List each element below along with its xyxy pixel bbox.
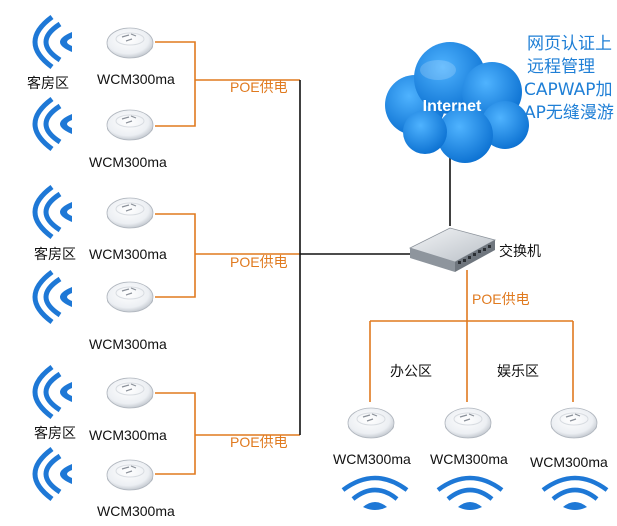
ceiling-access-point-icon bbox=[106, 27, 154, 59]
wifi-signal-icon bbox=[35, 99, 72, 149]
ceiling-access-point-icon bbox=[550, 407, 598, 439]
ceiling-access-point-icon bbox=[106, 281, 154, 313]
internet-label: Internet bbox=[423, 98, 482, 115]
poe-wiring-right bbox=[369, 270, 574, 402]
ceiling-access-point-icon bbox=[106, 459, 154, 491]
internet-cloud-icon bbox=[385, 42, 529, 163]
ap-model-label: WCM300ma bbox=[89, 336, 167, 352]
guest-area-label: 客房区 bbox=[34, 246, 76, 262]
network-switch-icon bbox=[408, 227, 497, 272]
poe-power-label: POE供电 bbox=[230, 254, 288, 270]
wifi-signal-icon bbox=[35, 272, 72, 322]
ap-model-label: WCM300ma bbox=[430, 451, 508, 467]
ceiling-access-point-icon bbox=[444, 407, 492, 439]
ap-model-label: WCM300ma bbox=[530, 454, 608, 470]
wifi-signal-icon bbox=[35, 187, 72, 237]
trunk-wiring bbox=[299, 80, 451, 435]
feature-text: 远程管理 bbox=[527, 57, 595, 77]
wifi-signal-icon bbox=[35, 449, 72, 499]
entertainment-area-label: 娱乐区 bbox=[497, 363, 539, 379]
poe-power-label: POE供电 bbox=[230, 79, 288, 95]
office-area-label: 办公区 bbox=[390, 363, 432, 379]
ap-model-label: WCM300ma bbox=[89, 154, 167, 170]
ceiling-access-point-icon bbox=[106, 109, 154, 141]
guest-area-label: 客房区 bbox=[34, 425, 76, 441]
wifi-signal-icon bbox=[35, 367, 72, 417]
feature-text: CAPWAP加 bbox=[524, 80, 613, 100]
wifi-signal-icon bbox=[35, 17, 72, 67]
poe-power-label: POE供电 bbox=[472, 291, 530, 307]
ap-model-label: WCM300ma bbox=[89, 427, 167, 443]
ap-model-label: WCM300ma bbox=[97, 503, 175, 519]
ceiling-access-point-icon bbox=[106, 377, 154, 409]
guest-area-label: 客房区 bbox=[27, 75, 69, 91]
ap-model-label: WCM300ma bbox=[89, 246, 167, 262]
wifi-signal-icon bbox=[438, 478, 502, 510]
ceiling-access-point-icon bbox=[106, 197, 154, 229]
wifi-signal-icon bbox=[343, 478, 407, 510]
poe-power-label: POE供电 bbox=[230, 434, 288, 450]
ap-model-label: WCM300ma bbox=[333, 451, 411, 467]
ceiling-access-point-icon bbox=[347, 407, 395, 439]
feature-text: 网页认证上 bbox=[527, 34, 612, 54]
switch-label: 交换机 bbox=[499, 243, 541, 259]
wifi-signal-icon bbox=[543, 478, 607, 510]
feature-text: AP无缝漫游 bbox=[524, 103, 614, 123]
poe-wiring-left bbox=[155, 41, 300, 475]
ap-model-label: WCM300ma bbox=[97, 71, 175, 87]
